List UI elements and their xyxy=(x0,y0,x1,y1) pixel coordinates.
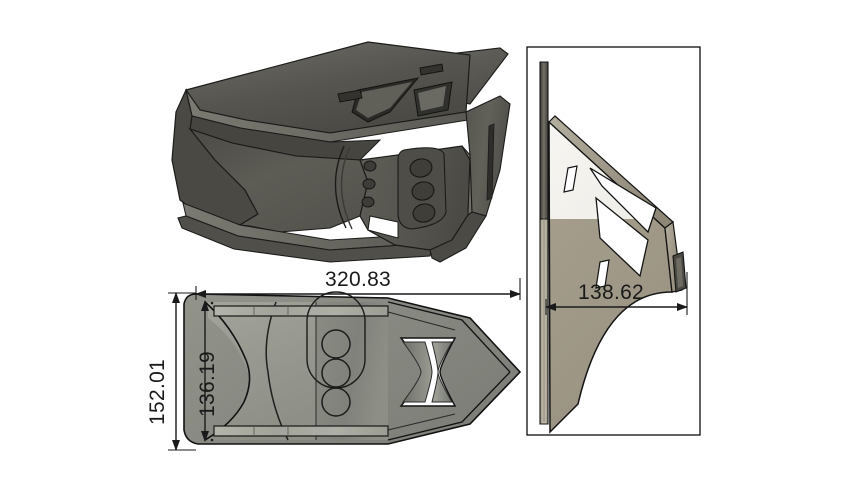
bottom-detail-dot-top xyxy=(210,301,214,305)
side-triangular-cutout-lower xyxy=(595,196,649,278)
dimension-value-152: 152.01 xyxy=(146,358,169,425)
bottom-plan-solid xyxy=(183,291,522,445)
bottom-bottom-flange xyxy=(213,425,389,437)
iso-rib-hole-3 xyxy=(361,196,375,208)
iso-flange-slot xyxy=(486,123,495,201)
bottom-tail-lower-edge xyxy=(387,371,511,441)
side-view-frame xyxy=(526,46,701,436)
iso-bottom-plate xyxy=(177,215,433,263)
bottom-tail-upper-edge xyxy=(387,301,511,373)
bottom-tail-inner-upper xyxy=(387,311,456,331)
iso-curved-rib-shadow xyxy=(340,146,353,230)
bottom-hole-3 xyxy=(321,387,351,417)
bottom-main-body xyxy=(208,302,316,440)
iso-rib-hole-2 xyxy=(362,178,376,190)
iso-curved-rib xyxy=(334,145,347,229)
iso-diamond-cutout-inner xyxy=(418,86,446,111)
iso-hole-1 xyxy=(409,158,433,178)
side-view-solid xyxy=(526,46,701,436)
bottom-hourglass-face-right xyxy=(431,341,453,403)
dimension-value-136: 136.19 xyxy=(196,350,219,417)
iso-hole-3 xyxy=(412,203,436,223)
dimension-value-138: 138.62 xyxy=(578,281,645,304)
bottom-concave-edge xyxy=(204,301,251,441)
iso-lower-bracket xyxy=(429,211,487,263)
dimension-value-320: 320.83 xyxy=(325,268,392,291)
bottom-detail-dot-bottom xyxy=(210,438,214,442)
iso-top-slot-b xyxy=(419,63,444,76)
bottom-hole-1 xyxy=(321,329,351,359)
side-plate-outline xyxy=(548,120,673,434)
iso-triangular-cutout-inner xyxy=(356,82,412,118)
iso-bottom-window xyxy=(367,215,399,239)
bottom-right-face xyxy=(316,302,388,440)
side-slot-upper xyxy=(563,165,578,193)
side-right-tab-inner xyxy=(676,257,683,288)
side-triangular-cutout-upper xyxy=(589,167,657,234)
dimension-depth-side xyxy=(545,272,688,315)
iso-hole-2 xyxy=(411,181,435,201)
bottom-hole-2 xyxy=(321,358,351,388)
bottom-hourglass-face-left xyxy=(402,341,433,403)
dimension-height-overall xyxy=(168,292,196,451)
iso-rib-hole-1 xyxy=(363,160,377,172)
iso-top-slot-a xyxy=(337,89,363,103)
side-slot-lower xyxy=(595,259,610,289)
bottom-tail-inner-lower xyxy=(387,413,456,431)
bottom-curved-rib xyxy=(265,301,289,441)
isometric-solid xyxy=(171,41,511,263)
bottom-top-flange xyxy=(213,305,389,317)
iso-inner-web xyxy=(188,127,369,233)
